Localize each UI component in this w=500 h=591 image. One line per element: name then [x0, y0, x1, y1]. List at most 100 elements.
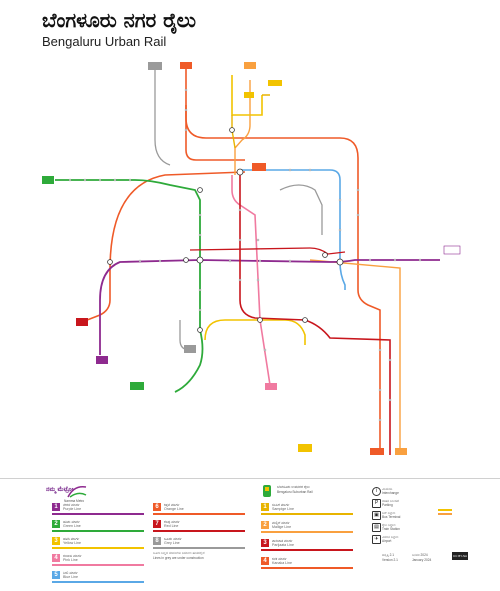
metro-line-color-bar — [52, 530, 144, 532]
airport-terminal — [244, 92, 254, 98]
bus-icon: ▣ — [372, 511, 381, 520]
metro-logo-icon — [67, 485, 87, 498]
metro-logo-sub: Namma Metro — [64, 499, 85, 503]
metro-line-name-kannada: ಕಿತ್ತಳೆ ಮಾರ್ಗ — [164, 503, 180, 507]
terminal-box — [443, 245, 461, 255]
metro-line-color-bar — [153, 547, 245, 549]
version-kn: ಆವೃತ್ತಿ 2.1 — [382, 553, 395, 557]
terminal-box — [252, 163, 266, 171]
suburban-line-name-kannada: ಕನಕ ಮಾರ್ಗ — [272, 557, 287, 561]
metro-line-name-kannada: ಹಳದಿ ಮಾರ್ಗ — [63, 537, 80, 541]
suburban-logo-icon — [263, 485, 271, 497]
suburban-line-name-english: Mallige Line — [272, 525, 292, 529]
metro-line-number-badge: 7 — [153, 520, 161, 528]
metro-line-color-bar — [52, 581, 144, 583]
suburban-line-number-badge: 4 — [261, 557, 269, 565]
symbol-label-kannada: ವಾಹನ ನಿಲುಗಡೆ — [382, 499, 399, 503]
suburban-title: ಬೆಂಗಳೂರು ಉಪನಗರ ರೈಲು — [277, 485, 310, 489]
suburban-line-color-bar — [261, 531, 353, 533]
version-en: Version 2.1 — [382, 558, 398, 562]
terminal-box — [395, 448, 407, 455]
symbol-label-kannada: ರೈಲು ನಿಲ್ದಾಣ — [382, 523, 396, 527]
metro-line-color-bar — [153, 530, 245, 532]
terminal-box — [180, 62, 192, 69]
symbol-label-english: Interchange — [382, 491, 399, 495]
suburban-line-name-english: Parijaata Line — [272, 543, 294, 547]
suburban-line-name-english: Sampige Line — [272, 507, 294, 511]
legend-swatch — [438, 513, 452, 515]
metro-line-number-badge: 1 — [52, 503, 60, 511]
symbol-label-kannada: ವಿನಿಮಯ — [382, 487, 393, 491]
page-title-english: Bengaluru Urban Rail — [42, 34, 167, 49]
terminal-box — [244, 62, 256, 69]
green-line — [55, 179, 204, 393]
metro-line-color-bar — [52, 547, 144, 549]
blue-line — [240, 169, 346, 290]
gold-line — [231, 94, 270, 149]
metro-line-number-badge: 2 — [52, 520, 60, 528]
metro-line-number-badge: 8 — [153, 537, 161, 545]
symbol-label-english: Airport — [382, 539, 392, 543]
suburban-line-number-badge: 1 — [261, 503, 269, 511]
metro-line-number-badge: 5 — [52, 571, 60, 579]
symbol-label-kannada: ಬಸ್ ನಿಲ್ದಾಣ — [382, 511, 396, 515]
pink-line — [231, 175, 271, 386]
suburban-line-color-bar — [261, 567, 353, 569]
network-map — [42, 62, 461, 455]
metro-line-name-english: Pink Line — [63, 558, 78, 562]
metro-line-name-english: Red Line — [164, 524, 179, 528]
metro-line-name-kannada: ಬೂದು ಮಾರ್ಗ — [164, 537, 182, 541]
metro-line-name-kannada: ಕೆಂಪು ಮಾರ್ಗ — [164, 520, 180, 524]
suburban-line-color-bar — [261, 513, 353, 515]
suburban-line-number-badge: 3 — [261, 539, 269, 547]
metro-note-en: Lines in grey are under construction — [153, 556, 204, 560]
metro-line-name-english: Orange Line — [164, 507, 184, 511]
date-kn: ಜನವರಿ 2024 — [412, 553, 428, 557]
metro-line-number-badge: 4 — [52, 554, 60, 562]
terminal-box — [42, 176, 54, 184]
suburban-sub: Bengaluru Suburban Rail — [277, 490, 313, 494]
metro-line-color-bar — [52, 513, 144, 515]
metro-line-color-bar — [52, 564, 144, 566]
suburban-line-name-kannada: ಸಂಪಿಗೆ ಮಾರ್ಗ — [272, 503, 290, 507]
lightorange-line — [234, 80, 401, 455]
suburban-line-number-badge: 2 — [261, 521, 269, 529]
symbol-label-english: Parking — [382, 503, 393, 507]
symbol-label-english: Train Station — [382, 527, 400, 531]
interchange-markers — [107, 127, 344, 333]
legend-swatch — [438, 509, 452, 511]
orange-ring — [109, 105, 359, 271]
symbol-label-kannada: ವಿಮಾನ ನಿಲ್ದಾಣ — [382, 535, 399, 539]
suburban-line-name-kannada: ಮಲ್ಲಿಗೆ ಮಾರ್ಗ — [272, 521, 290, 525]
license-badge: CC BY-SA — [452, 552, 468, 560]
terminal-box — [370, 448, 384, 455]
terminal-box — [298, 444, 312, 452]
metro-logo-text: ನಮ್ಮ ಮೆಟ್ರೋ — [46, 487, 74, 493]
metro-note: ಬೂದು ಬಣ್ಣದ ಮಾರ್ಗಗಳು ನಿರ್ಮಾಣ ಹಂತದಲ್ಲಿವೆ — [153, 551, 205, 555]
page-title-kannada: ಬೆಂಗಳೂರು ನಗರ ರೈಲು — [42, 8, 196, 32]
grey-line — [154, 70, 323, 235]
metro-line-name-kannada: ನೀಲಿ ಮಾರ್ಗ — [63, 571, 78, 575]
yellow-line — [204, 75, 306, 345]
orange-west — [81, 270, 111, 323]
terminal-box — [96, 356, 108, 364]
date-en: January 2024 — [412, 558, 432, 562]
airport-icon: ✈ — [372, 535, 381, 544]
suburban-line-name-kannada: ಪಾರಿಜಾತ ಮಾರ್ಗ — [272, 539, 293, 543]
metro-line-color-bar — [153, 513, 245, 515]
terminal-box — [265, 383, 277, 390]
terminal-box — [130, 382, 144, 390]
train-icon: ▤ — [372, 523, 381, 532]
metro-line-name-kannada: ಹಸಿರು ಮಾರ್ಗ — [63, 520, 80, 524]
orange-east — [357, 250, 381, 455]
terminal-box — [148, 62, 162, 70]
metro-line-name-english: Yellow Line — [63, 541, 82, 545]
station-ticks — [68, 88, 422, 422]
terminal-box — [184, 345, 196, 353]
suburban-line-color-bar — [261, 549, 353, 551]
